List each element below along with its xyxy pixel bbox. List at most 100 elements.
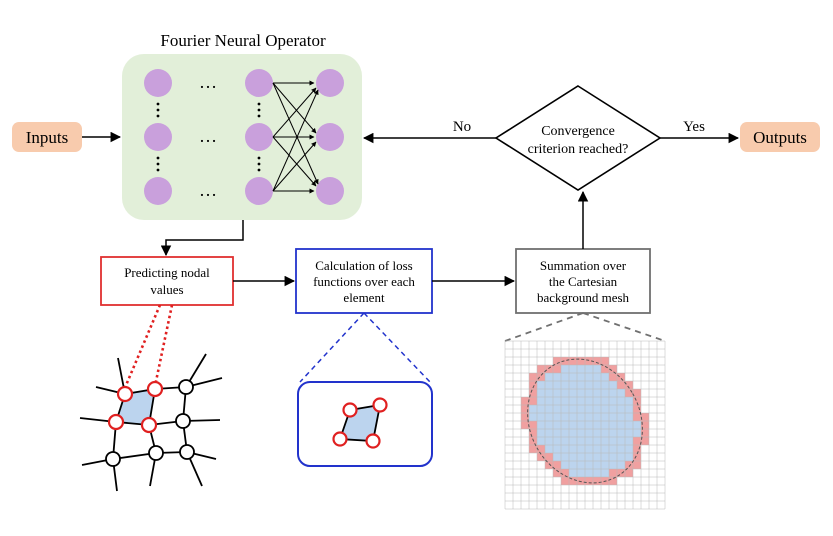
- interior-cell: [609, 421, 617, 429]
- predict-line1: Predicting nodal: [124, 265, 210, 280]
- interior-cell: [601, 373, 609, 381]
- loss-line1: Calculation of loss: [315, 258, 413, 273]
- interior-cell: [577, 381, 585, 389]
- interior-cell: [593, 389, 601, 397]
- interior-cell: [601, 469, 609, 477]
- interior-cell: [561, 365, 569, 373]
- cut-cell: [529, 397, 537, 405]
- interior-cell: [585, 405, 593, 413]
- sum-line1: Summation over: [540, 258, 627, 273]
- interior-cell: [561, 389, 569, 397]
- cut-cell: [529, 381, 537, 389]
- interior-cell: [601, 421, 609, 429]
- single-element: [332, 397, 388, 449]
- interior-cell: [545, 437, 553, 445]
- cut-cell: [609, 373, 617, 381]
- interior-cell: [553, 437, 561, 445]
- cut-cell: [553, 469, 561, 477]
- interior-cell: [593, 421, 601, 429]
- interior-cell: [617, 405, 625, 413]
- interior-cell: [609, 397, 617, 405]
- cut-cell: [521, 413, 529, 421]
- interior-cell: [561, 405, 569, 413]
- interior-cell: [577, 413, 585, 421]
- cut-cell: [625, 461, 633, 469]
- cut-cell: [577, 357, 585, 365]
- cut-cell: [529, 429, 537, 437]
- interior-cell: [617, 445, 625, 453]
- no-label: No: [453, 119, 471, 135]
- interior-cell: [593, 405, 601, 413]
- grid-lines: [504, 340, 666, 510]
- interior-cell: [593, 365, 601, 373]
- neuron: [144, 177, 172, 205]
- cut-cell: [529, 389, 537, 397]
- element-node: [372, 397, 388, 413]
- interior-cell: [537, 429, 545, 437]
- interior-cell: [617, 437, 625, 445]
- interior-cell: [537, 437, 545, 445]
- interior-cell: [569, 469, 577, 477]
- cut-cell: [521, 397, 529, 405]
- interior-cell: [617, 429, 625, 437]
- cut-cell: [609, 477, 617, 485]
- neuron: [316, 123, 344, 151]
- convergence-decision: [494, 85, 662, 191]
- interior-cell: [529, 413, 537, 421]
- interior-cell: [561, 437, 569, 445]
- interior-cell: [537, 413, 545, 421]
- mesh-node-active: [140, 416, 158, 434]
- interior-cell: [585, 445, 593, 453]
- zoom-lines-sum: [504, 312, 666, 342]
- interior-cell: [577, 437, 585, 445]
- interior-cell: [561, 461, 569, 469]
- interior-cell: [577, 365, 585, 373]
- interior-cell: [561, 373, 569, 381]
- cut-cell: [641, 421, 649, 429]
- interior-cell: [593, 397, 601, 405]
- interior-cell: [617, 461, 625, 469]
- interior-cell: [625, 413, 633, 421]
- ellipsis-h: …: [199, 72, 217, 92]
- cut-cell: [593, 477, 601, 485]
- cut-cell: [625, 381, 633, 389]
- decision-line1: Convergence: [541, 124, 615, 139]
- sum-line2: the Cartesian: [549, 274, 618, 289]
- cut-cell: [529, 437, 537, 445]
- interior-cell: [569, 405, 577, 413]
- cartesian-background-mesh: [504, 340, 666, 510]
- cut-cell: [561, 357, 569, 365]
- mesh-node-active: [107, 413, 125, 431]
- interior-cell: [585, 413, 593, 421]
- interior-cell: [537, 381, 545, 389]
- interior-cell: [593, 461, 601, 469]
- interior-cell: [561, 397, 569, 405]
- interior-cell: [553, 421, 561, 429]
- interior-cell: [617, 421, 625, 429]
- neuron: [316, 69, 344, 97]
- cut-cell: [601, 357, 609, 365]
- interior-cell: [609, 405, 617, 413]
- interior-cell: [577, 429, 585, 437]
- interior-cell: [609, 445, 617, 453]
- interior-cell: [553, 445, 561, 453]
- interior-cell: [553, 381, 561, 389]
- cut-cell: [625, 469, 633, 477]
- ellipsis-h: …: [199, 180, 217, 200]
- fno-connections: [272, 80, 319, 194]
- interior-cell: [609, 413, 617, 421]
- interior-cell: [609, 453, 617, 461]
- neuron: [144, 69, 172, 97]
- inputs-pill: [12, 122, 82, 152]
- interior-cell: [545, 429, 553, 437]
- interior-cell: [545, 405, 553, 413]
- cut-cell: [609, 469, 617, 477]
- interior-cell: [609, 389, 617, 397]
- cut-cell: [545, 365, 553, 373]
- interior-cell: [585, 365, 593, 373]
- interior-cell: [537, 389, 545, 397]
- interior-cell: [601, 453, 609, 461]
- interior-cell: [593, 413, 601, 421]
- interior-cell: [569, 413, 577, 421]
- mesh-node-active: [116, 385, 134, 403]
